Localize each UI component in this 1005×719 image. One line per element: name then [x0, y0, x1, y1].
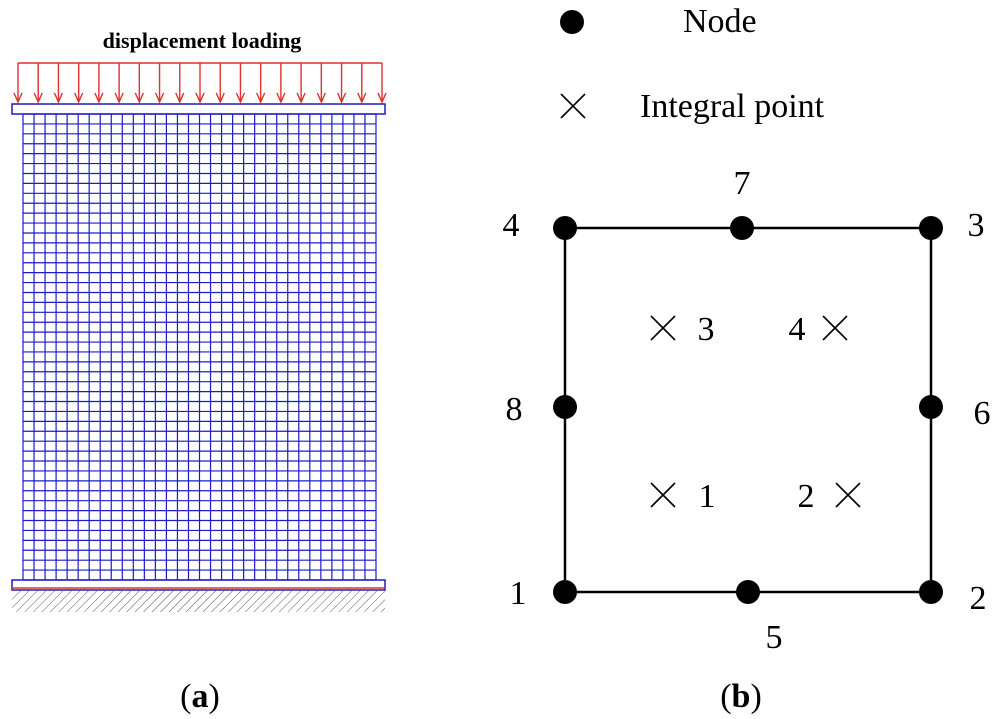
load-arrow — [175, 63, 185, 104]
finite-element-mesh — [22, 113, 377, 581]
load-arrow — [114, 63, 124, 104]
caption-a: (a) — [180, 678, 220, 715]
caption-b: (b) — [720, 678, 762, 715]
node-5 — [736, 580, 760, 604]
element-boundary — [563, 226, 933, 594]
node-legend-label: Node — [683, 3, 757, 40]
caption-a-close-paren: ) — [209, 678, 220, 715]
load-arrow — [377, 63, 387, 104]
load-arrow — [235, 63, 246, 104]
node-7 — [730, 216, 754, 240]
load-arrow — [276, 63, 286, 104]
node-legend-icon — [560, 10, 584, 34]
panel-b: Node Integral point 1 2 3 4 5 6 7 8 1 — [503, 3, 991, 715]
panel-a: displacement loading (a) — [11, 28, 387, 715]
node-3 — [919, 216, 943, 240]
fixed-support-hatching — [12, 590, 385, 612]
load-arrow — [195, 63, 205, 104]
load-arrow — [134, 63, 144, 104]
node-6 — [919, 395, 943, 419]
top-loading-plate — [11, 103, 386, 115]
node-number-5: 5 — [766, 619, 783, 656]
node-number-3: 3 — [968, 207, 985, 244]
load-arrow — [33, 63, 43, 104]
node-number-4: 4 — [503, 207, 520, 244]
caption-b-letter: b — [732, 678, 751, 715]
integral-point-3 — [650, 315, 676, 341]
integral-point-number-4: 4 — [789, 311, 806, 348]
displacement-loading-label: displacement loading — [103, 28, 302, 53]
node-8 — [553, 395, 577, 419]
integral-point-4 — [822, 315, 848, 341]
integral-point-number-3: 3 — [698, 311, 715, 348]
node-2 — [919, 580, 943, 604]
load-arrow — [154, 63, 165, 104]
caption-a-letter: a — [192, 678, 209, 715]
integral-point-2 — [835, 482, 861, 508]
load-arrows — [13, 62, 387, 104]
caption-b-close-paren: ) — [750, 678, 761, 715]
load-arrow — [256, 63, 266, 104]
load-arrow — [336, 63, 347, 104]
load-arrow — [74, 63, 84, 104]
integral-point-legend-icon — [560, 93, 586, 119]
load-arrow — [296, 63, 306, 104]
node-4 — [553, 216, 577, 240]
load-arrow — [316, 63, 326, 104]
load-arrow — [94, 63, 104, 104]
integral-point-1 — [650, 482, 676, 508]
node-number-6: 6 — [974, 395, 991, 432]
integral-point-number-2: 2 — [798, 478, 815, 515]
node-number-8: 8 — [506, 391, 523, 428]
integral-point-legend-label: Integral point — [640, 88, 825, 125]
load-arrow — [13, 63, 23, 104]
load-arrow — [357, 63, 367, 104]
load-arrow — [53, 63, 64, 104]
node-number-7: 7 — [734, 165, 751, 202]
node-number-2: 2 — [970, 580, 987, 617]
caption-b-open-paren: ( — [720, 678, 731, 715]
caption-a-open-paren: ( — [180, 678, 191, 715]
integral-point-number-1: 1 — [699, 478, 716, 515]
load-arrow — [215, 63, 225, 104]
node-number-1: 1 — [510, 575, 527, 612]
node-1 — [553, 580, 577, 604]
